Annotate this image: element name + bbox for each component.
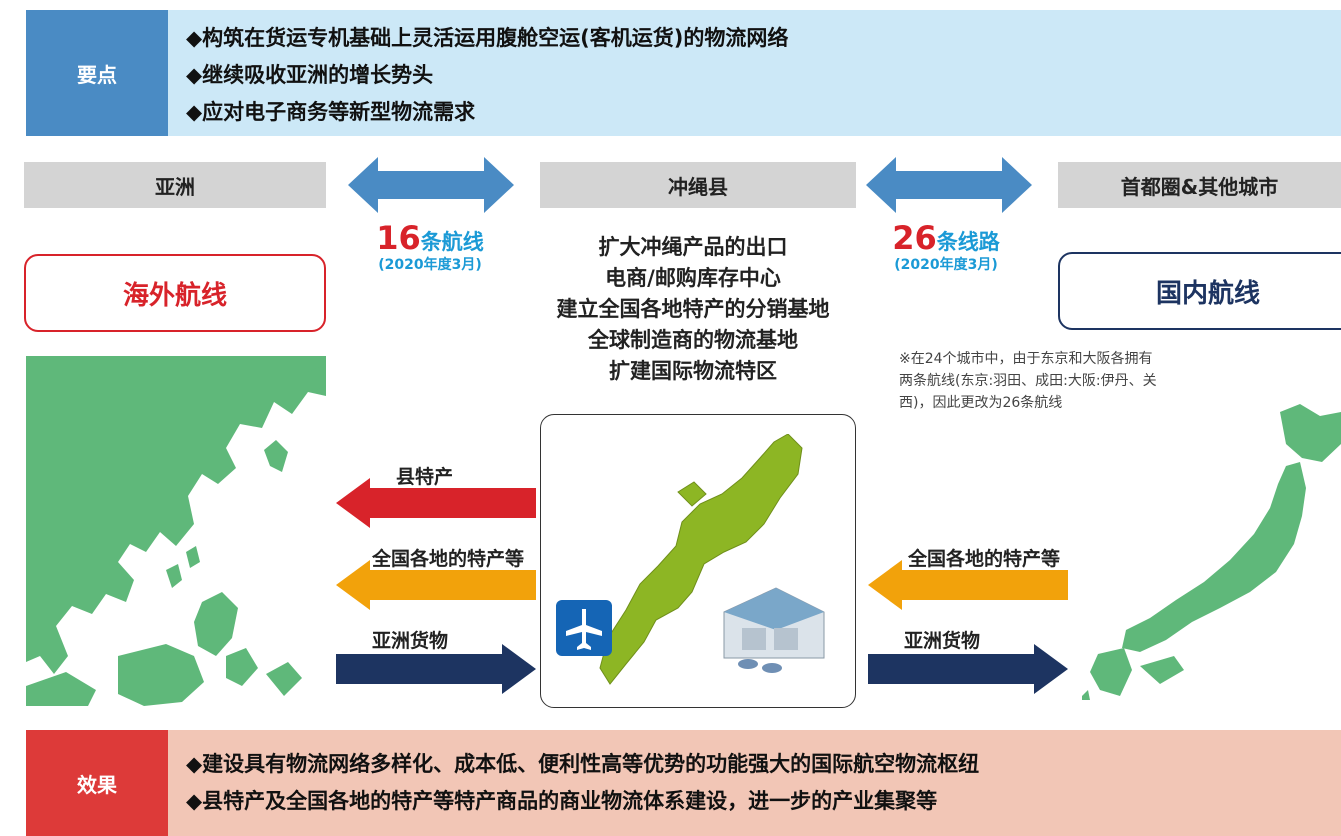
flow-label-national-specialties: 全国各地的特产等 (372, 548, 525, 570)
double-arrow-left (348, 157, 514, 213)
international-route-count: 16条航线 (2020年度3月) (340, 222, 520, 272)
effects-label: 效果 (26, 730, 168, 836)
route-number: 16 (376, 219, 421, 257)
okinawa-island (599, 434, 803, 685)
feature-item: 全球制造商的物流基地 (588, 328, 798, 352)
key-points-label: 要点 (26, 10, 168, 136)
effects-list: ◆建设具有物流网络多样化、成本低、便利性高等优势的功能强大的国际航空物流枢纽 ◆… (186, 746, 979, 820)
region-okinawa: 冲绳县 (540, 162, 856, 208)
key-point-item: ◆继续吸收亚洲的增长势头 (186, 63, 434, 87)
arrow-import-navy (336, 644, 536, 694)
route-date: (2020年度3月) (378, 257, 482, 273)
flow-label-national-specialties-domestic: 全国各地的特产等 (908, 548, 1061, 570)
airplane-icon (556, 600, 612, 656)
key-point-item: ◆应对电子商务等新型物流需求 (186, 100, 476, 124)
arrow-export-orange (336, 560, 536, 610)
feature-item: 建立全国各地特产的分销基地 (556, 297, 830, 321)
arrow-export-red (336, 478, 536, 528)
arrow-domestic-navy (868, 644, 1068, 694)
flow-label-prefecture-products: 县特产 (396, 466, 454, 488)
okinawa-features: 扩大冲绳产品的出口 电商/邮购库存中心 建立全国各地特产的分销基地 全球制造商的… (508, 232, 878, 387)
key-points-list: ◆构筑在货运专机基础上灵活运用腹舱空运(客机运货)的物流网络 ◆继续吸收亚洲的增… (186, 20, 788, 131)
domestic-routes-box: 国内航线 (1058, 252, 1341, 330)
region-asia: 亚洲 (24, 162, 326, 208)
effect-item: ◆县特产及全国各地的特产等特产商品的商业物流体系建设，进一步的产业集聚等 (186, 789, 938, 813)
arrow-domestic-orange (868, 560, 1068, 610)
feature-item: 电商/邮购库存中心 (605, 266, 781, 290)
route-unit: 条航线 (420, 230, 484, 254)
route-unit: 条线路 (936, 230, 1000, 254)
japan-map (1082, 404, 1341, 700)
effect-item: ◆建设具有物流网络多样化、成本低、便利性高等优势的功能强大的国际航空物流枢纽 (186, 752, 980, 776)
route-date: (2020年度3月) (894, 257, 998, 273)
route-note: ※在24个城市中，由于东京和大阪各拥有两条航线(东京:羽田、成田:大阪:伊丹、关… (899, 351, 1157, 411)
feature-item: 扩建国际物流特区 (609, 359, 777, 383)
double-arrow-right (866, 157, 1032, 213)
effects-banner (26, 730, 1341, 836)
key-points-banner (26, 10, 1341, 136)
key-point-item: ◆构筑在货运专机基础上灵活运用腹舱空运(客机运货)的物流网络 (186, 26, 789, 50)
flow-label-asian-cargo: 亚洲货物 (372, 630, 449, 652)
flow-label-asian-cargo-domestic: 亚洲货物 (904, 630, 981, 652)
international-routes-box: 海外航线 (24, 254, 326, 332)
domestic-route-count: 26条线路 (2020年度3月) (856, 222, 1036, 272)
asia-map (26, 356, 326, 706)
feature-item: 扩大冲绳产品的出口 (598, 235, 788, 259)
warehouse-icon (723, 587, 825, 673)
region-capital: 首都圈&其他城市 (1058, 162, 1341, 208)
route-number: 26 (892, 219, 937, 257)
